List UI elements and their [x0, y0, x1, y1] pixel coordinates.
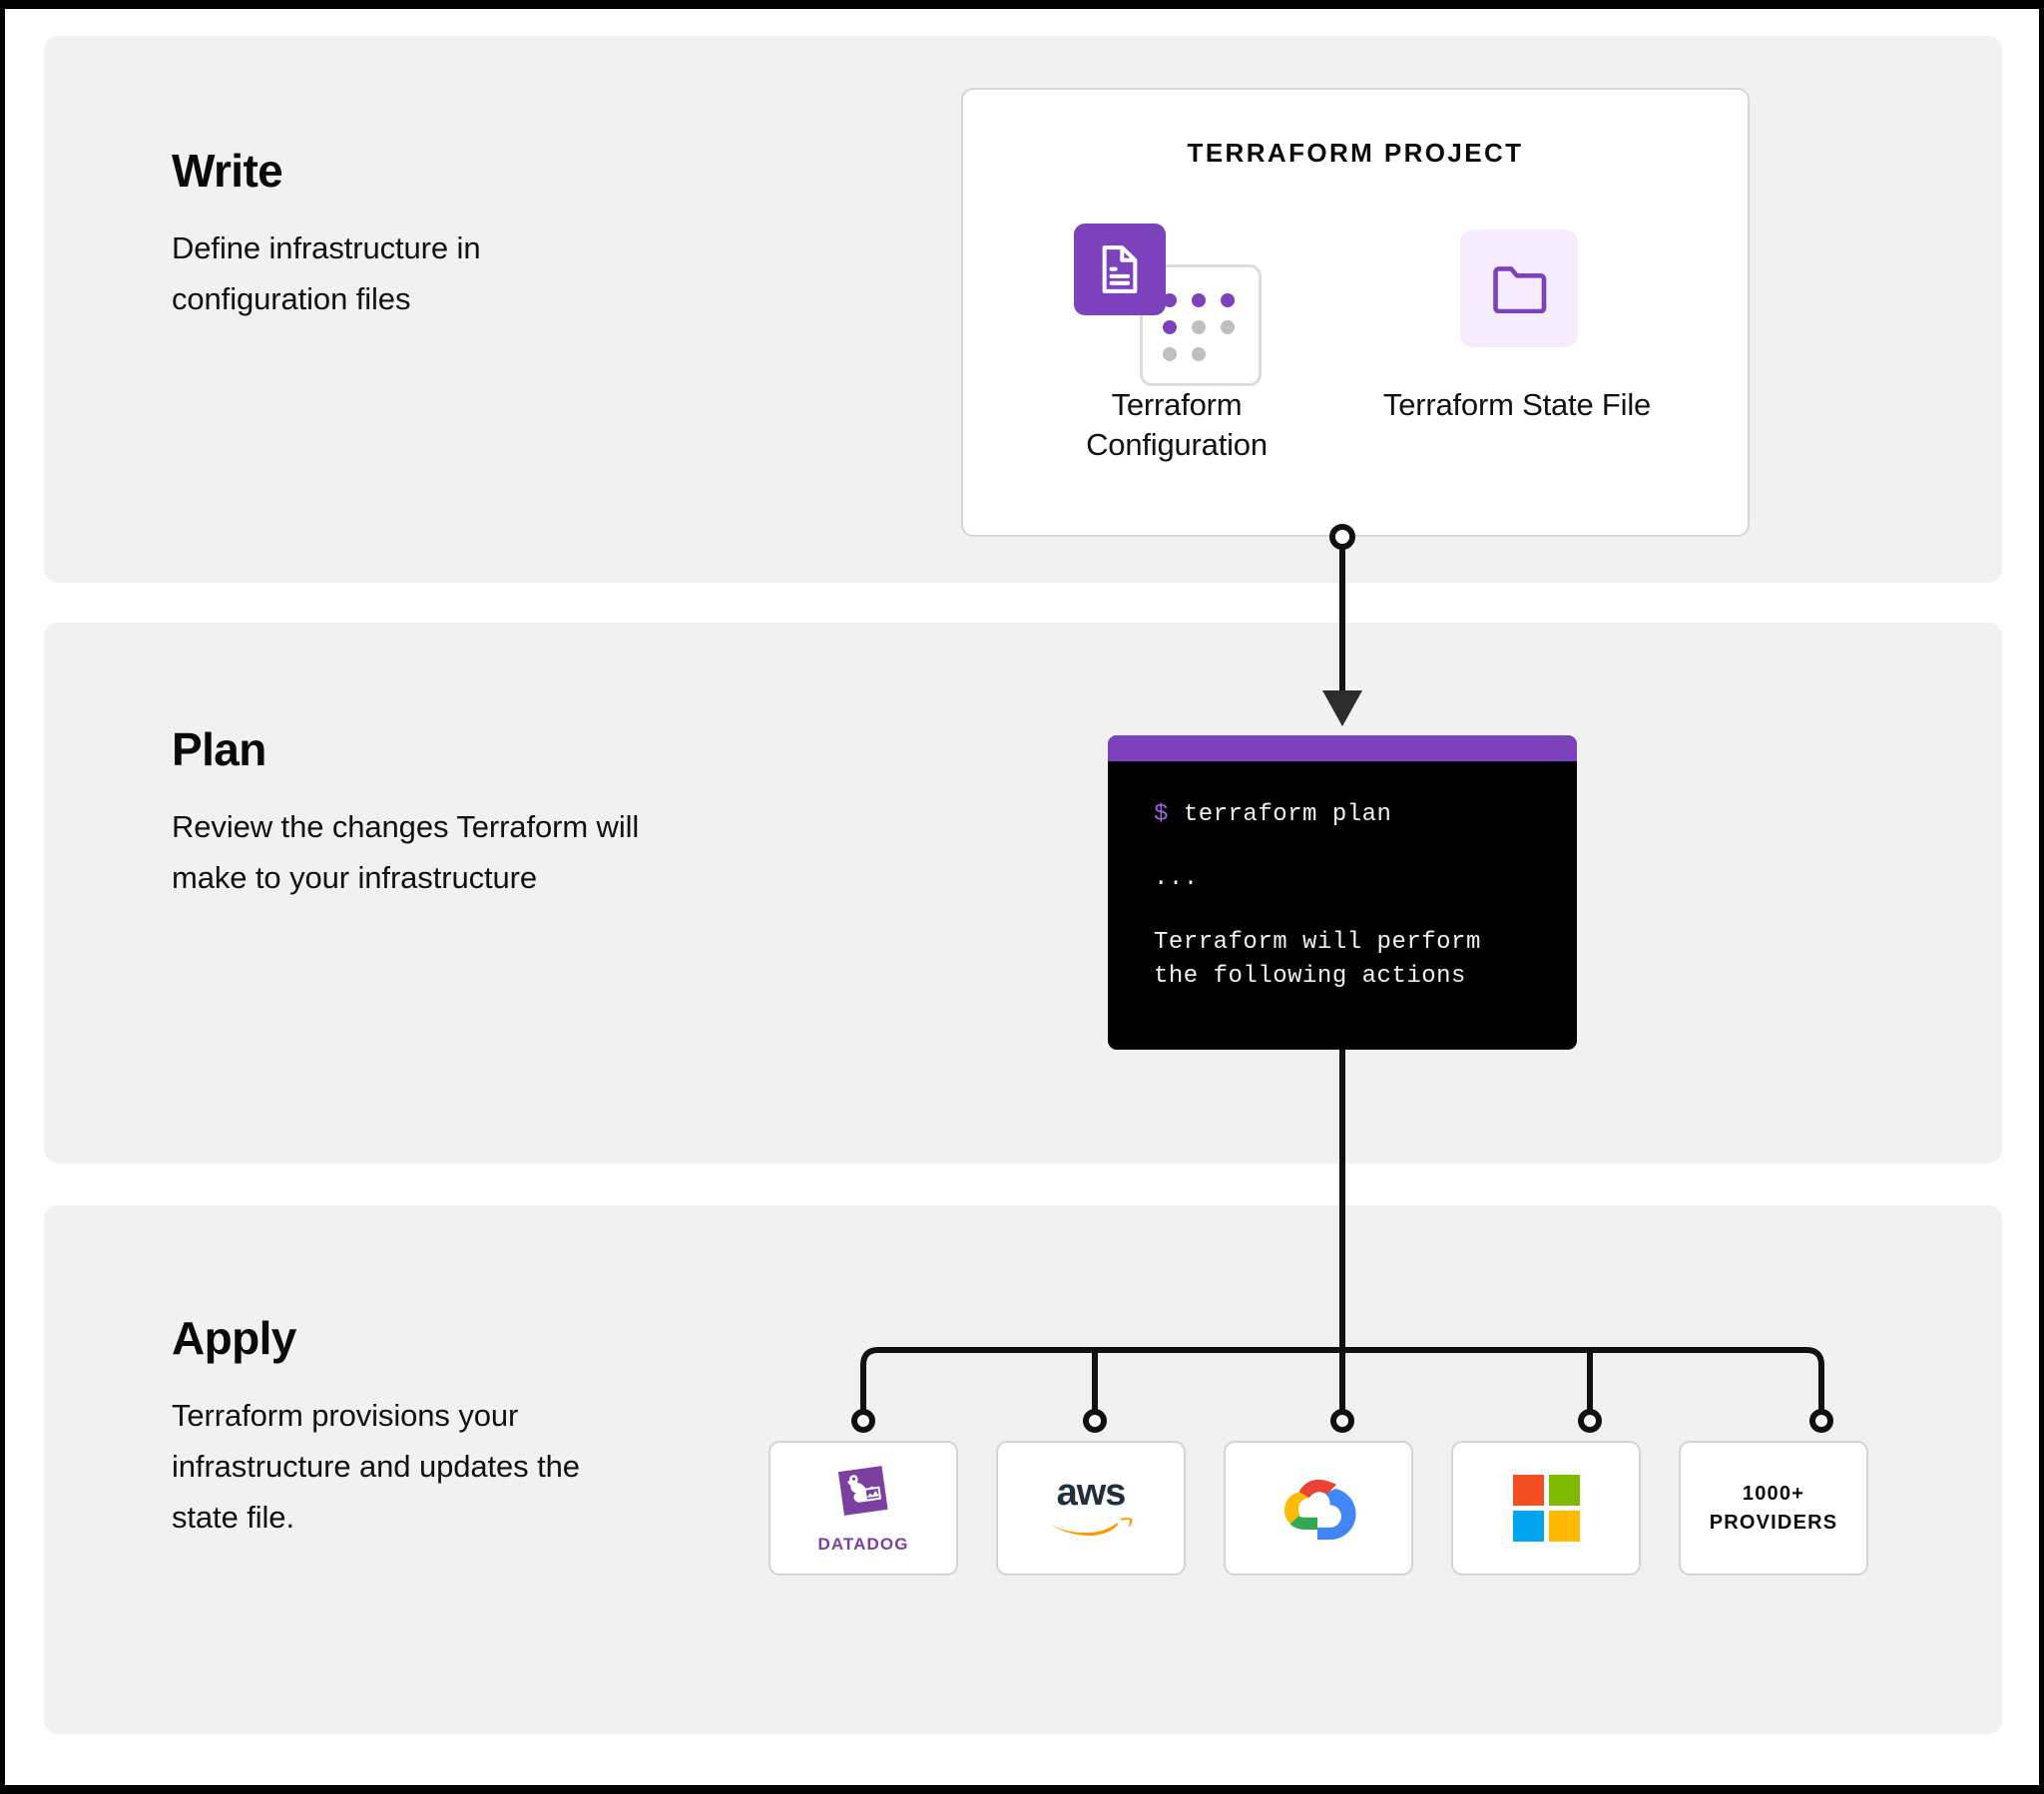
asset-terraform-configuration-label: Terraform Configuration	[1086, 387, 1268, 462]
terminal-window: $ terraform plan ... Terraform will perf…	[1108, 735, 1577, 1050]
panel-plan	[44, 623, 2002, 1163]
dot	[1192, 320, 1206, 334]
terminal-command-line: $ terraform plan	[1154, 803, 1577, 827]
terminal-output-line-2: the following actions	[1154, 963, 1466, 990]
state-file-tile	[1460, 229, 1578, 347]
datadog-wordmark: DATADOG	[817, 1534, 909, 1554]
provider-card-more-providers[interactable]: 1000+ PROVIDERS	[1679, 1441, 1868, 1575]
step-apply: Apply Terraform provisions your infrastr…	[172, 1315, 641, 1543]
step-plan: Plan Review the changes Terraform will m…	[172, 726, 641, 904]
dot	[1221, 293, 1235, 307]
dot	[1192, 293, 1206, 307]
provider-card-datadog[interactable]: DATADOG	[768, 1441, 958, 1575]
terminal-ellipsis: ...	[1154, 865, 1199, 892]
more-providers-count: 1000+	[1742, 1482, 1805, 1505]
document-icon	[1074, 224, 1166, 315]
microsoft-square-yellow	[1548, 1511, 1580, 1542]
dot	[1221, 347, 1235, 361]
step-apply-title: Apply	[172, 1312, 296, 1364]
asset-terraform-configuration: Terraform Configuration	[1027, 220, 1326, 464]
asset-terraform-state-file-label: Terraform State File	[1382, 387, 1652, 422]
aws-wordmark: aws	[1056, 1471, 1127, 1514]
terminal-command: terraform plan	[1183, 801, 1392, 828]
microsoft-icon	[1512, 1475, 1580, 1542]
step-apply-description: Terraform provisions your infrastructure…	[172, 1398, 580, 1535]
dot	[1163, 320, 1177, 334]
step-write: Write Define infrastructure in configura…	[172, 148, 641, 325]
terminal-body: $ terraform plan ... Terraform will perf…	[1108, 761, 1577, 989]
datadog-glyph	[837, 1465, 888, 1516]
terminal-prompt: $	[1154, 801, 1169, 828]
dot-grid	[1163, 293, 1237, 361]
asset-terraform-state-file: Terraform State File	[1367, 220, 1667, 425]
more-providers-label: PROVIDERS	[1709, 1511, 1838, 1534]
provider-card-row: DATADOG aws	[768, 1441, 1868, 1575]
folder-icon	[1493, 266, 1547, 313]
terminal-output-line-1: Terraform will perform	[1154, 929, 1481, 956]
more-providers-text: 1000+ PROVIDERS	[1710, 1480, 1838, 1538]
terraform-project-title: TERRAFORM PROJECT	[1187, 138, 1524, 168]
aws-smile-glyph	[1046, 1518, 1133, 1537]
step-write-description: Define infrastructure in configuration f…	[172, 230, 481, 316]
microsoft-square-green	[1548, 1475, 1580, 1506]
dot	[1192, 347, 1206, 361]
aws-icon: aws	[1043, 1471, 1139, 1542]
dot	[1163, 347, 1177, 361]
provider-card-google-cloud[interactable]	[1224, 1441, 1413, 1575]
terraform-state-file-icon-group	[1367, 220, 1667, 369]
step-write-title: Write	[172, 145, 283, 197]
microsoft-square-blue	[1512, 1511, 1544, 1542]
document-glyph	[1102, 245, 1138, 293]
google-cloud-icon	[1284, 1479, 1356, 1540]
terminal-titlebar	[1108, 735, 1577, 761]
provider-card-aws[interactable]: aws	[996, 1441, 1186, 1575]
terraform-project-card: TERRAFORM PROJECT	[961, 88, 1750, 537]
dot	[1221, 320, 1235, 334]
step-plan-title: Plan	[172, 723, 266, 775]
microsoft-square-red	[1512, 1475, 1544, 1506]
dot	[1163, 293, 1177, 307]
provider-card-microsoft[interactable]	[1451, 1441, 1641, 1575]
step-plan-description: Review the changes Terraform will make t…	[172, 809, 640, 895]
terraform-configuration-icon-group	[1027, 220, 1326, 386]
datadog-icon: DATADOG	[817, 1463, 908, 1555]
